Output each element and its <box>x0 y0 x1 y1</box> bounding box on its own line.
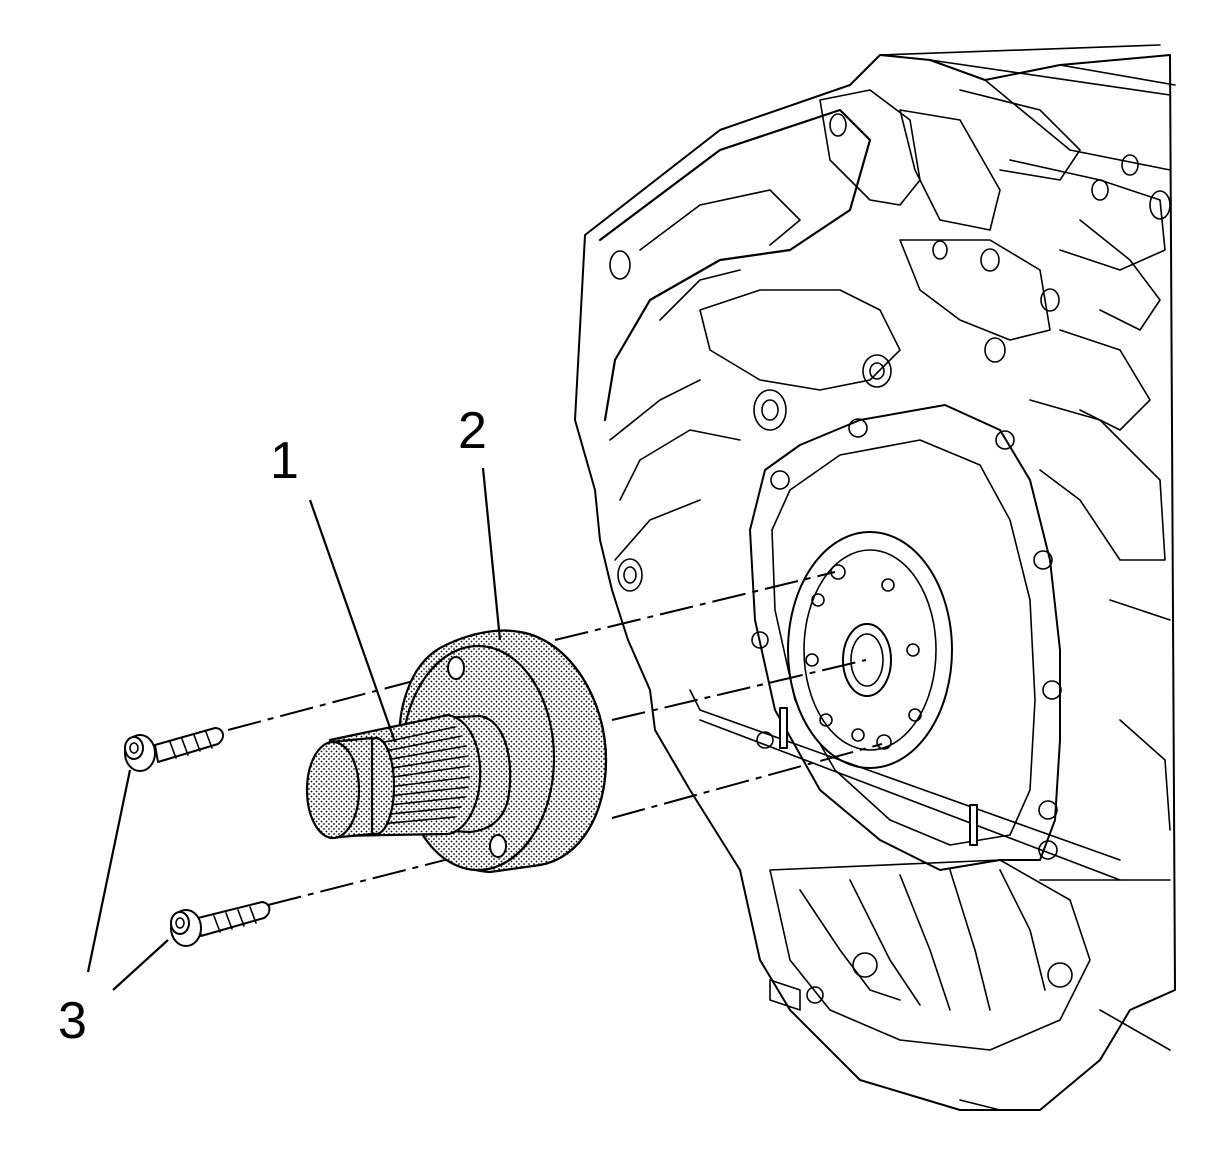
bolt-upper <box>124 727 224 772</box>
callout-1: 1 <box>270 432 299 490</box>
callout-leaders <box>86 467 502 991</box>
seal-plate-bolt-holes <box>751 418 1062 860</box>
engine-block <box>574 44 1176 1111</box>
tool-splined-shaft <box>305 713 512 840</box>
callout-2: 2 <box>458 402 487 460</box>
crankshaft-flange <box>787 531 953 769</box>
block-holes <box>609 113 1171 592</box>
bolt-lower <box>170 901 271 947</box>
callout-3: 3 <box>58 992 87 1050</box>
